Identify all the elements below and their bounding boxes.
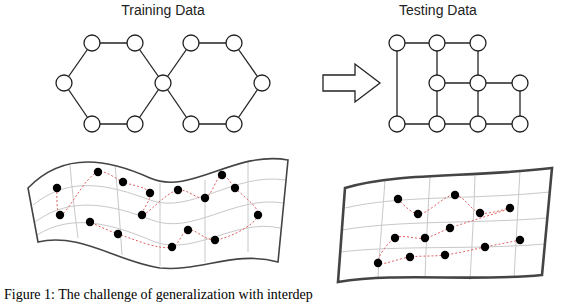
graph-vertex: [226, 116, 242, 132]
training-graph: [56, 35, 270, 132]
panel-title: Training Data: [121, 2, 205, 18]
graph-edge: [396, 43, 397, 124]
data-point: [119, 178, 127, 186]
data-point: [446, 224, 454, 232]
data-point: [406, 253, 414, 261]
graph-vertex: [155, 75, 171, 91]
grid-line: [248, 160, 249, 252]
graph-vertex: [512, 116, 528, 132]
testing-graph: [389, 35, 528, 132]
training-manifold: [28, 159, 288, 269]
grid-line: [345, 192, 550, 208]
data-point: [391, 234, 399, 242]
grid-line: [70, 165, 78, 238]
data-point: [114, 230, 122, 238]
graph-vertex: [127, 116, 143, 132]
graph-vertex: [56, 75, 72, 91]
graph-vertex: [84, 116, 100, 132]
data-point: [53, 184, 61, 192]
dependency-path: [378, 195, 520, 264]
data-point: [516, 236, 524, 244]
panel-title: Testing Data: [399, 2, 477, 18]
data-point: [374, 259, 382, 267]
grid-line: [205, 180, 206, 262]
grid-line: [425, 177, 430, 278]
transfer-arrow: [323, 64, 380, 102]
figure-caption: Figure 1: The challenge of generalizatio…: [4, 287, 313, 303]
data-point: [421, 234, 429, 242]
data-point: [218, 171, 226, 179]
data-point: [56, 211, 64, 219]
graph-vertex: [127, 35, 143, 51]
graph-vertex: [389, 35, 405, 51]
data-point: [168, 243, 176, 251]
data-point: [481, 243, 489, 251]
data-point: [94, 168, 102, 176]
data-point: [441, 251, 449, 259]
graph-vertex: [429, 116, 445, 132]
grid-line: [514, 171, 520, 278]
graph-vertex: [429, 35, 445, 51]
graph-vertex: [84, 35, 100, 51]
data-point: [184, 226, 192, 234]
graph-vertex: [226, 35, 242, 51]
data-point: [451, 191, 459, 199]
data-point: [506, 204, 514, 212]
manifold-outline: [28, 159, 288, 269]
graph-vertex: [512, 75, 528, 91]
graph-vertex: [389, 116, 405, 132]
dependency-path: [57, 172, 258, 248]
data-point: [146, 189, 154, 197]
data-point: [211, 236, 219, 244]
data-point: [138, 211, 146, 219]
grid-line: [340, 244, 545, 252]
data-point: [394, 195, 402, 203]
graph-vertex: [254, 75, 270, 91]
testing-manifold: [338, 168, 552, 282]
graph-vertex: [183, 116, 199, 132]
graph-vertex: [470, 35, 486, 51]
data-point: [254, 211, 262, 219]
graph-vertex: [429, 75, 445, 91]
data-point: [201, 194, 209, 202]
grid-line: [160, 183, 161, 266]
graph-vertex: [470, 75, 486, 91]
data-point: [86, 218, 94, 226]
grid-line: [470, 176, 475, 280]
data-point: [231, 184, 239, 192]
graph-vertex: [183, 35, 199, 51]
data-point: [174, 186, 182, 194]
grid-line: [33, 179, 285, 205]
data-point: [414, 210, 422, 218]
data-point: [476, 209, 484, 217]
manifold-outline: [338, 168, 552, 282]
graph-vertex: [470, 116, 486, 132]
grid-line: [35, 202, 283, 224]
